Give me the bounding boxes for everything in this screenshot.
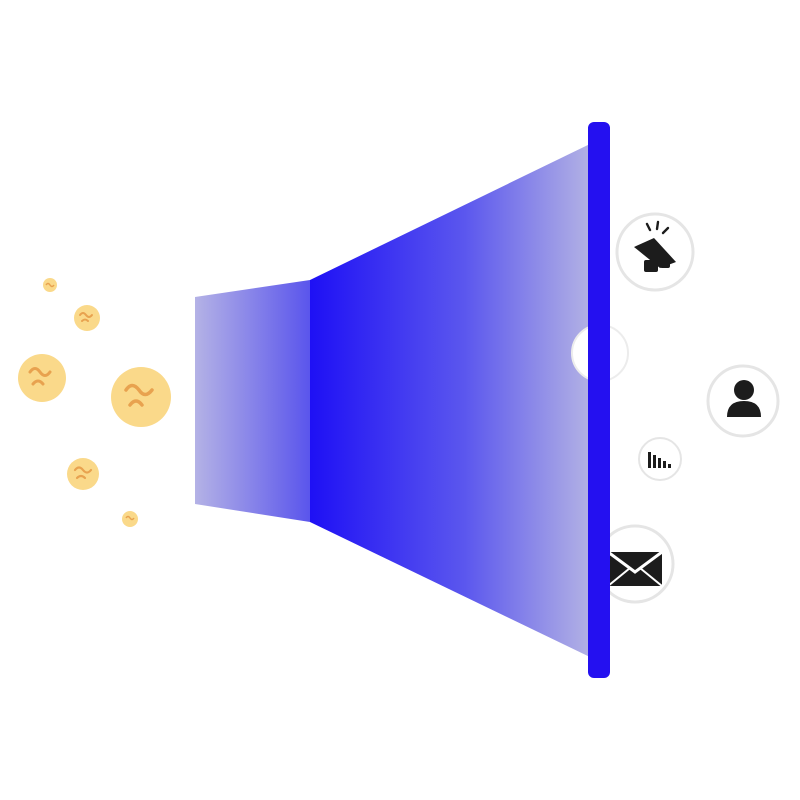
funnel-bar — [588, 122, 610, 678]
user-icon — [727, 380, 761, 417]
funnel — [195, 143, 592, 658]
coin-icon — [67, 458, 99, 490]
envelope-icon-bubble — [595, 524, 675, 604]
coins-group — [18, 278, 171, 527]
user-icon-bubble — [706, 364, 780, 438]
signal-bars-icon — [648, 452, 671, 468]
coin-icon — [122, 511, 138, 527]
megaphone-icon — [634, 220, 676, 272]
envelope-icon — [607, 550, 663, 587]
coin-icon — [18, 354, 66, 402]
megaphone-icon-bubble — [615, 212, 695, 292]
coin-icon — [74, 305, 100, 331]
funnel-body — [310, 143, 592, 658]
funnel-neck — [195, 280, 310, 522]
coin-icon — [43, 278, 57, 292]
signal-bars-icon-bubble — [638, 437, 682, 481]
coin-icon — [111, 367, 171, 427]
